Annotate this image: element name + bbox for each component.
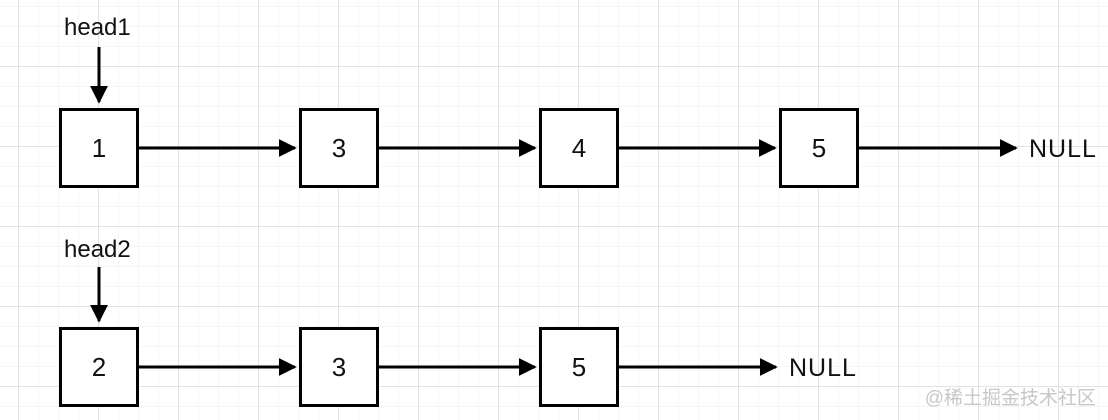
list1-node-3: 4 — [539, 108, 619, 188]
head1-label: head1 — [64, 14, 131, 41]
list1-node-4: 5 — [779, 108, 859, 188]
list2-node-2: 3 — [299, 327, 379, 407]
list2-node-3: 5 — [539, 327, 619, 407]
list1-null-label: NULL — [1029, 135, 1097, 163]
list2-null-label: NULL — [789, 354, 857, 382]
list1-node-2: 3 — [299, 108, 379, 188]
list1-node-1: 1 — [59, 108, 139, 188]
list2-node-1: 2 — [59, 327, 139, 407]
head2-label: head2 — [64, 236, 131, 263]
watermark-text: @稀土掘金技术社区 — [924, 388, 1096, 409]
